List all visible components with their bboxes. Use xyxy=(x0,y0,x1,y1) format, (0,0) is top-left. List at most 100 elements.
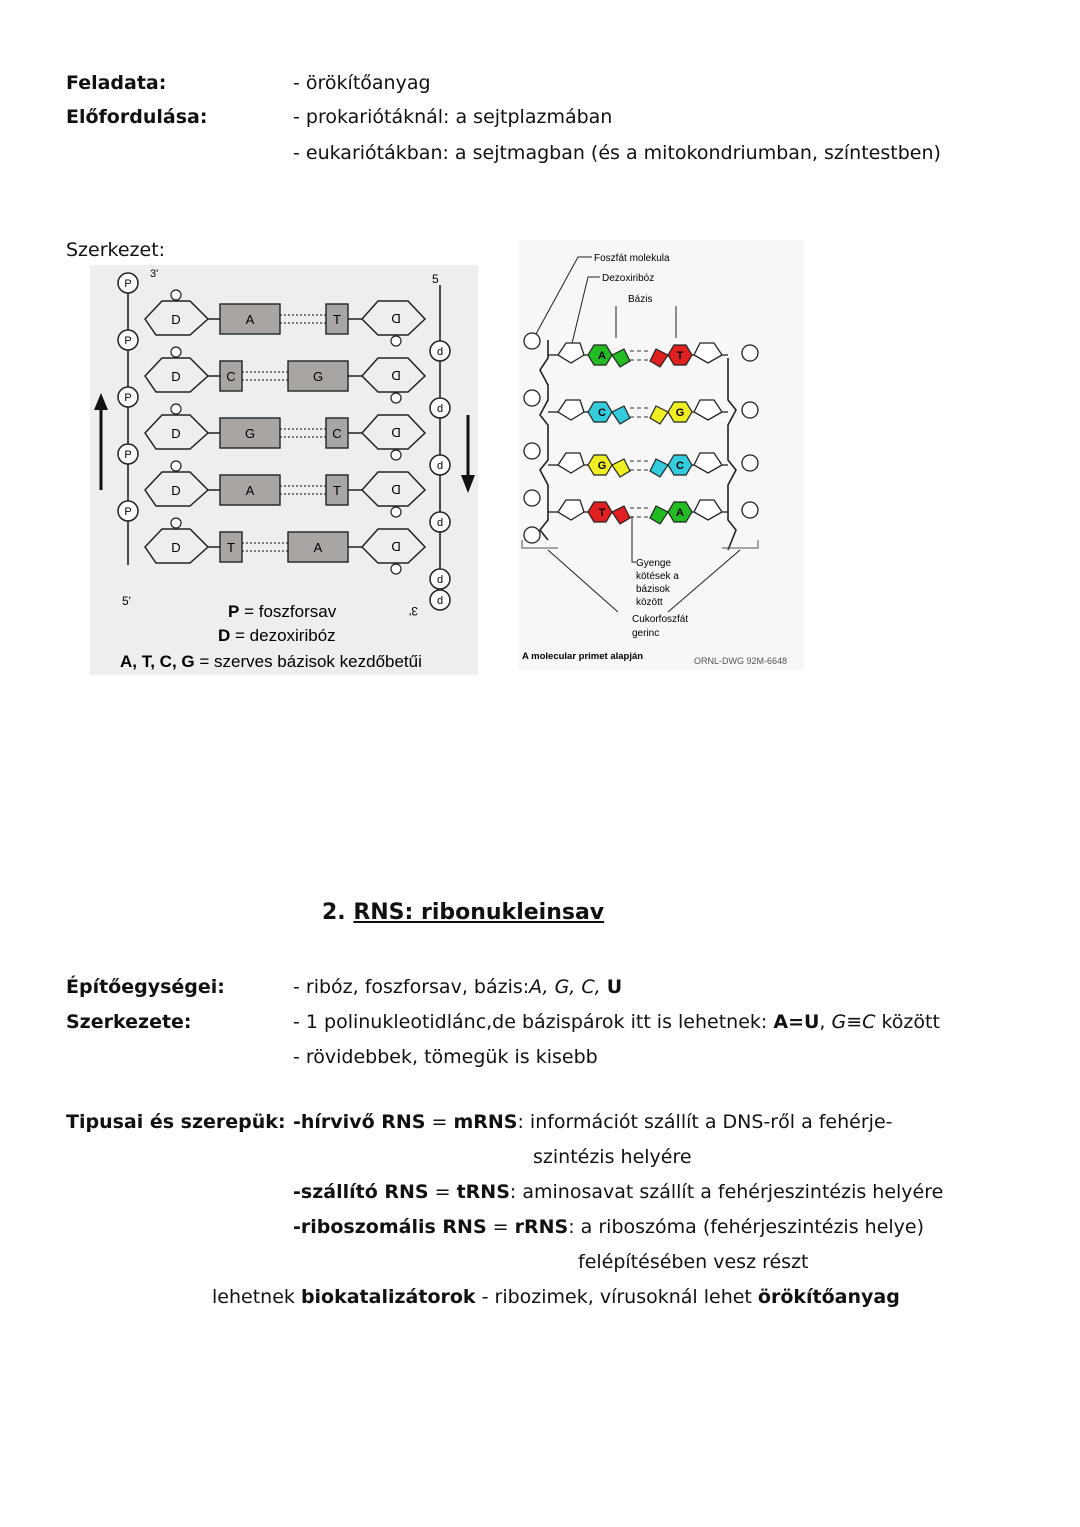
legend-d-line: D = dezoxiribóz xyxy=(218,626,336,645)
pointer-phosphate xyxy=(535,256,592,335)
left-sugar-label: D xyxy=(171,369,180,384)
mrns-eq: = xyxy=(425,1111,454,1133)
rrns-cont: felépítésében vesz részt xyxy=(578,1251,809,1273)
right-sugar-ring xyxy=(360,357,427,393)
left-base-letter: G xyxy=(598,460,607,472)
szerk-line1-d: G≡C xyxy=(831,1011,876,1033)
feladata-value: - örökítőanyag xyxy=(293,72,431,94)
szerkezet-label: Szerkezet: xyxy=(66,239,166,261)
down-arrow-head xyxy=(461,475,475,493)
phosphate-label: P xyxy=(124,449,131,461)
phosphate-circle xyxy=(117,386,139,408)
right-base-ring2 xyxy=(649,458,669,478)
phosphate-circle-right xyxy=(429,340,451,362)
tipus-label: Tipusai és szerepük: xyxy=(66,1111,286,1133)
szerk-line1: - 1 polinukleotidlánc,de bázispárok itt … xyxy=(293,1011,940,1033)
right-sugar-label: D xyxy=(391,368,400,383)
legend-d-key: D xyxy=(218,626,230,645)
right-base-letter: C xyxy=(332,426,341,441)
legend-bases-key: A, T, C, G xyxy=(120,652,195,671)
left-base-letter: C xyxy=(226,369,235,384)
legend-bases-value: = szerves bázisok kezdőbetűi xyxy=(195,652,422,671)
label-weak-line: Gyenge xyxy=(636,558,671,569)
left-base-box xyxy=(219,360,243,392)
legend-d-value: = dezoxiribóz xyxy=(230,626,335,645)
legend-p-line: P = foszforsav xyxy=(228,602,337,621)
right-base-letter: A xyxy=(676,507,684,519)
phosphate-circle xyxy=(117,329,139,351)
right-sugar xyxy=(693,452,723,474)
last-a: lehetnek xyxy=(212,1286,301,1308)
epito-value: - ribóz, foszforsav, bázis:A, G, C, U xyxy=(293,976,622,998)
rns-title-text: RNS: ribonukleinsav xyxy=(353,900,605,925)
rns-title-number: 2. xyxy=(322,900,354,925)
phosphate-circle xyxy=(523,489,541,507)
left-sugar xyxy=(557,452,585,474)
legend-p-value: = foszforsav xyxy=(239,602,336,621)
elofordulasa-line1: - prokariótáknál: a sejtplazmában xyxy=(293,106,613,128)
phosphate-circle xyxy=(117,500,139,522)
left-base-letter: T xyxy=(599,507,606,519)
ring-oxygen xyxy=(390,449,402,461)
trns-line: -szállító RNS = tRNS: aminosavat szállít… xyxy=(293,1181,943,1203)
phosphate-circle xyxy=(741,501,759,519)
left-base-box xyxy=(219,303,281,335)
last-c: - ribozimek, vírusoknál lehet xyxy=(475,1286,758,1308)
trns-eq: = xyxy=(428,1181,457,1203)
end-label-3-top: 3' xyxy=(150,268,158,280)
right-sugar-ring xyxy=(360,471,427,507)
left-base-letter: A xyxy=(246,483,255,498)
legend-p-key: P xyxy=(228,602,239,621)
label-backbone-line: gerinc xyxy=(632,628,659,639)
ring-oxygen xyxy=(170,460,182,472)
last-line: lehetnek biokatalizátorok - ribozimek, v… xyxy=(212,1286,900,1308)
up-arrow-head xyxy=(94,393,108,410)
phosphate-label-right: d xyxy=(437,346,443,358)
right-base-letter: T xyxy=(333,312,341,327)
trns-name: -szállító RNS xyxy=(293,1181,429,1203)
ring-oxygen xyxy=(170,403,182,415)
phosphate-circle-right xyxy=(429,397,451,419)
left-base-box xyxy=(219,531,243,563)
ring-oxygen xyxy=(390,335,402,347)
phosphate-circle xyxy=(117,443,139,465)
phosphate-circle xyxy=(741,401,759,419)
epito-value-a: - ribóz, foszforsav, bázis: xyxy=(293,976,530,998)
szerk-line1-b: A=U xyxy=(773,1011,820,1033)
phosphate-label-right: d xyxy=(437,403,443,415)
ring-oxygen xyxy=(390,506,402,518)
elofordulasa-line2: - eukariótákban: a sejtmagban (és a mito… xyxy=(293,142,941,164)
mrns-abbr: mRNS xyxy=(453,1111,518,1133)
last-d: örökítőanyag xyxy=(757,1286,900,1308)
label-backbone-line: Cukorfoszfát xyxy=(632,614,688,625)
left-sugar-label: D xyxy=(171,312,180,327)
right-base-box xyxy=(287,360,349,392)
phosphate-circle xyxy=(117,272,139,294)
left-base-ring2 xyxy=(611,458,631,478)
left-sugar xyxy=(557,342,585,364)
ring-oxygen xyxy=(390,563,402,575)
szerk-line1-c: , xyxy=(819,1011,832,1033)
phosphate-circle xyxy=(523,389,541,407)
left-sugar-label: D xyxy=(171,540,180,555)
left-base-box xyxy=(219,474,281,506)
phosphate-label: P xyxy=(124,506,131,518)
left-backbone xyxy=(538,340,549,541)
left-base-letter: A xyxy=(598,350,606,362)
left-base-ring2 xyxy=(611,505,631,525)
mrns-name: -hírvivő RNS xyxy=(293,1111,426,1133)
rrns-name: -riboszomális RNS xyxy=(293,1216,487,1238)
right-backbone xyxy=(727,358,737,551)
phosphate-label-right: d xyxy=(437,574,443,586)
mrns-line: -hírvivő RNS = mRNS: információt szállít… xyxy=(293,1111,893,1133)
left-base-box xyxy=(219,417,281,449)
right-base-letter: G xyxy=(313,369,323,384)
right-sugar xyxy=(693,499,723,521)
right-base-letter: A xyxy=(314,540,323,555)
right-base-letter: T xyxy=(333,483,341,498)
phosphate-circle-right xyxy=(429,454,451,476)
rrns-line: -riboszomális RNS = rRNS: a riboszóma (f… xyxy=(293,1216,924,1238)
phosphate-circle xyxy=(523,526,541,544)
phosphate-label-right: d xyxy=(437,460,443,472)
